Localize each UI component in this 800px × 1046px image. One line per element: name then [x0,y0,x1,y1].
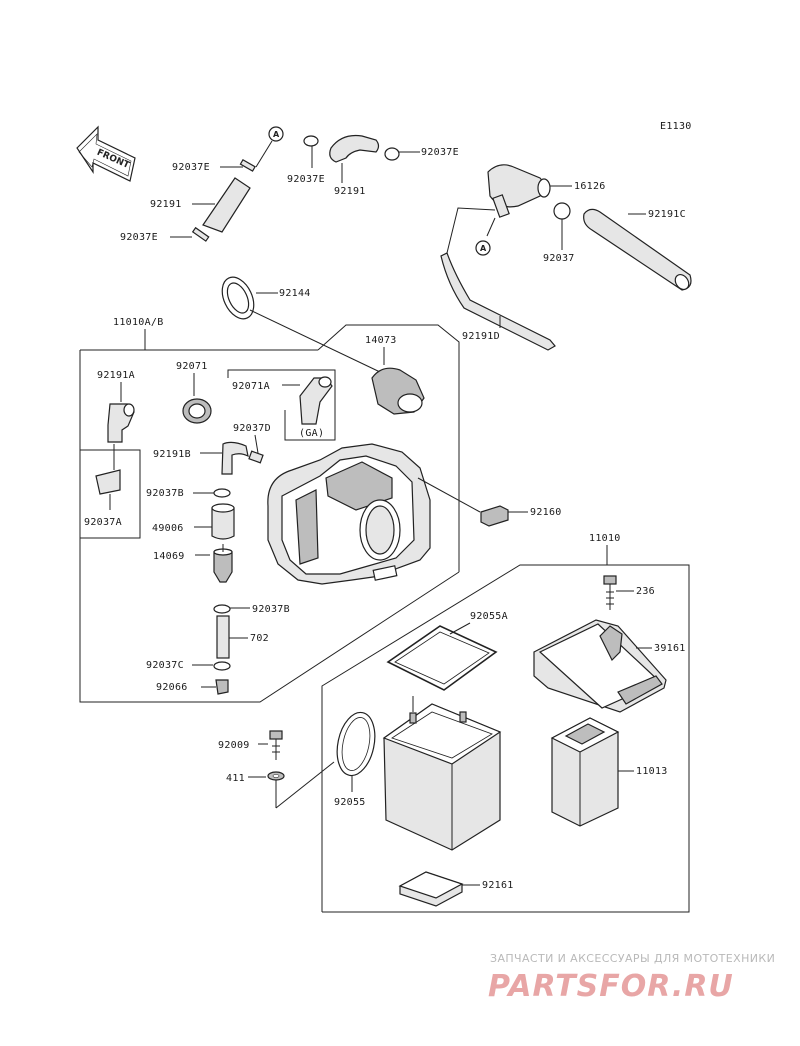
label-92191-2: 92191 [334,186,366,197]
filter-49006 [211,507,235,540]
plug-92066 [215,679,229,695]
label-16126: 16126 [574,181,606,192]
elbow-92071A [299,377,333,425]
fastener-group: 92009 411 [218,730,335,809]
label-92037B-1: 92037B [146,488,184,499]
label-702: 702 [250,633,269,644]
hose-92191C [583,208,692,291]
watermark: ЗАПЧАСТИ И АКСЕССУАРЫ ДЛЯ МОТОТЕХНИКИ PA… [488,952,775,1004]
bolt-236: 236 [603,575,655,610]
clip-92037E-right [384,147,400,161]
ref-marker-a-right-label: A [480,244,487,253]
subframe-92191A: 92191A 92037A [80,370,141,539]
label-92191A: 92191A [97,370,135,381]
label-92037: 92037 [543,253,575,264]
label-92055A: 92055A [470,611,508,622]
label-92191D: 92191D [462,331,500,342]
cover-39161: 39161 [533,619,686,713]
ring-92144: 92144 [221,276,311,320]
label-14069: 14069 [153,551,185,562]
label-236: 236 [636,586,655,597]
label-11010: 11010 [589,533,621,544]
valve-group-top-right: 16126 92037 92191C A 92191D [440,164,692,351]
label-92037E-1: 92037E [172,162,210,173]
label-92009: 92009 [218,740,250,751]
airbox-case-lower [382,696,502,851]
label-92160: 92160 [530,507,562,518]
pad-92160: 92160 [480,505,562,527]
hose-92191B [221,441,249,475]
label-92037B-2: 92037B [252,604,290,615]
label-411: 411 [226,773,245,784]
filter-14069 [213,551,233,583]
ref-marker-a-top [268,126,284,142]
label-92037C: 92037C [146,660,184,671]
clip-92037C [213,661,231,671]
label-92037A: 92037A [84,517,122,528]
airbox-housing [267,443,481,585]
label-92066: 92066 [156,682,188,693]
hose-92191-center [329,134,380,163]
label-39161: 39161 [654,643,686,654]
assembly-frame-11010AB: 11010A/B [79,309,460,703]
label-92161: 92161 [482,880,514,891]
watermark-caption: ЗАПЧАСТИ И АКСЕССУАРЫ ДЛЯ МОТОТЕХНИКИ [490,952,775,965]
hose-702 [216,615,230,659]
oring-92055: 92055 [334,711,376,808]
hose-92191D [440,252,556,351]
clip-92037E-bottom [191,226,210,242]
label-GA: (GA) [299,428,324,439]
drain-group: 92037B 702 92037C 92066 [146,604,290,695]
clip-92037E-center [303,135,319,147]
hose-group-top-center: 92037E 92191 92037E [287,134,459,197]
label-92071: 92071 [176,361,208,372]
label-92037E-4: 92037E [421,147,459,158]
hose-group-92191B: 92037D 92191B [153,423,271,475]
label-92191C: 92191C [648,209,686,220]
bolt-92009 [269,730,283,740]
gasket-92055A: 92055A [386,611,508,691]
diagram-code: E1130 [660,121,692,132]
duct-14073: 14073 [365,335,425,415]
watermark-logo: PARTSFOR.RU [488,969,734,1004]
ref-marker-a-label: A [273,130,280,139]
label-92191B: 92191B [153,449,191,460]
label-92037E-3: 92037E [287,174,325,185]
label-92055: 92055 [334,797,366,808]
label-92144: 92144 [279,288,311,299]
label-92191-1: 92191 [150,199,182,210]
front-arrow-icon: FRONT [76,125,136,182]
label-14073: 14073 [365,335,397,346]
assembly-frame-11010: 11010 [321,533,690,913]
grommet-92071: 92071 [176,361,212,424]
hose-group-top-left: A 92037E 92191 92037E [120,126,284,243]
element-11013: 11013 [550,717,668,827]
clamp-92037A [95,469,121,495]
pad-92161: 92161 [398,871,514,907]
clip-92037 [553,202,571,220]
label-92037E-2: 92037E [120,232,158,243]
filter-stack-left: 92037B 49006 14069 [146,488,235,583]
clip-92037E-top [239,158,256,172]
elbow-group-92071A: 92071A (GA) [227,369,336,441]
clip-92037B-bottom [213,604,231,614]
label-11010AB: 11010A/B [113,317,164,328]
clip-92037D [248,450,264,464]
label-49006: 49006 [152,523,184,534]
hose-92191-left [202,177,251,233]
clip-92037B-top [213,488,231,498]
ref-marker-a-right [475,240,491,256]
label-11013: 11013 [636,766,668,777]
label-92037D: 92037D [233,423,271,434]
label-92071A: 92071A [232,381,270,392]
